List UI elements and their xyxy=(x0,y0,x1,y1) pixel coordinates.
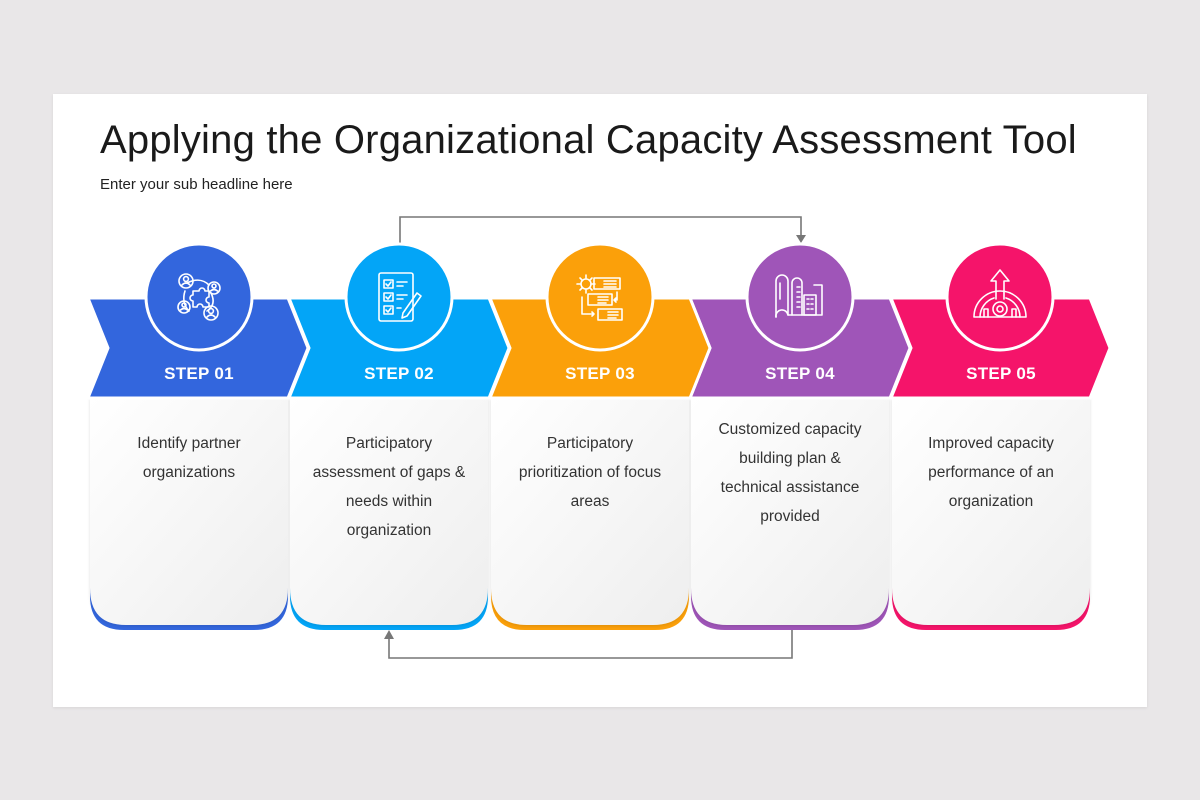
step-label-4: STEP 04 xyxy=(765,364,835,383)
slide: Applying the Organizational Capacity Ass… xyxy=(53,94,1147,707)
page-title: Applying the Organizational Capacity Ass… xyxy=(100,118,1077,162)
step-description-2: Participatory assessment of gaps & needs… xyxy=(312,435,466,539)
step-label-5: STEP 05 xyxy=(966,364,1036,383)
step-description-5: Improved capacity performance of an orga… xyxy=(928,435,1054,510)
step-description-4: Customized capacity building plan & tech… xyxy=(718,421,862,525)
step-description-3: Participatory prioritization of focus ar… xyxy=(518,435,662,510)
step-description-1: Identify partner organizations xyxy=(137,435,241,481)
step-label-3: STEP 03 xyxy=(565,364,635,383)
step-label-1: STEP 01 xyxy=(164,364,234,383)
step-label-2: STEP 02 xyxy=(364,364,434,383)
page-subtitle: Enter your sub headline here xyxy=(100,176,293,193)
